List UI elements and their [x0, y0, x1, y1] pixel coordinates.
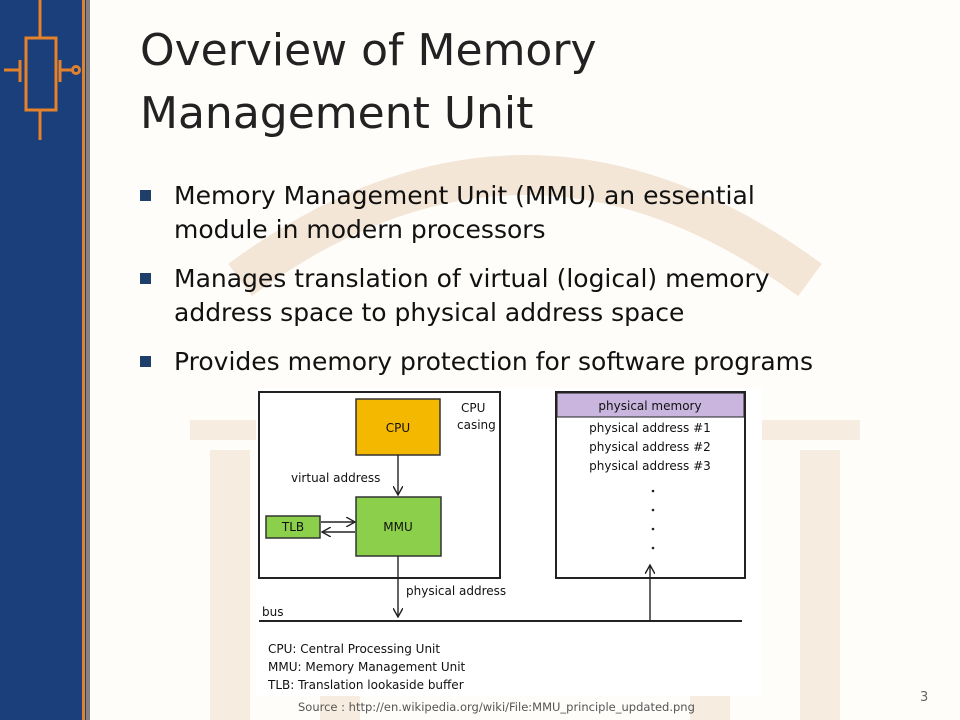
bullet-line: Memory Management Unit (MMU) an essentia… — [174, 181, 755, 210]
bullet-text: Provides memory protection for software … — [174, 345, 824, 379]
bullet-text: Manages translation of virtual (logical)… — [174, 262, 824, 330]
cpu-casing-label: casing — [457, 418, 496, 432]
square-bullet-icon — [140, 190, 151, 201]
physical-address-row: physical address #2 — [589, 440, 711, 454]
physical-memory-header — [556, 392, 745, 418]
bus-label: bus — [262, 605, 283, 619]
bullet-line: Manages translation of virtual (logical)… — [174, 264, 770, 293]
physical-memory-header-label: physical memory — [598, 399, 701, 413]
physical-address-row: physical address #1 — [589, 421, 711, 435]
tlb-label: TLB — [281, 520, 304, 534]
source-citation: Source : http://en.wikipedia.org/wiki/Fi… — [298, 700, 695, 714]
orange-divider — [82, 0, 85, 720]
gold-divider — [86, 0, 90, 720]
physical-address-row: physical address #3 — [589, 459, 711, 473]
tlb-box — [265, 515, 321, 539]
slide-title-line-1: Overview of Memory — [140, 25, 597, 76]
physical-memory-box — [555, 391, 746, 579]
cpu-casing-box — [258, 391, 501, 579]
legend-line: MMU: Memory Management Unit — [268, 660, 466, 674]
virtual-address-label: virtual address — [291, 471, 380, 485]
ellipsis-dots — [651, 489, 655, 550]
mmu-diagram: CPU CPU casing virtual address MMU TLB p… — [256, 388, 762, 696]
bullet-line: address space to physical address space — [174, 298, 685, 327]
square-bullet-icon — [140, 273, 151, 284]
left-decor-band — [0, 0, 90, 720]
mmu-box — [355, 496, 442, 557]
cpu-label: CPU — [386, 421, 410, 435]
bullet-line: module in modern processors — [174, 215, 546, 244]
page-number: 3 — [920, 690, 929, 705]
circuit-logo-icon — [4, 0, 81, 140]
cpu-box — [355, 398, 441, 456]
mmu-label: MMU — [383, 520, 413, 534]
physical-address-label: physical address — [406, 584, 506, 598]
legend-line: CPU: Central Processing Unit — [268, 642, 440, 656]
square-bullet-icon — [140, 356, 151, 367]
legend-line: TLB: Translation lookaside buffer — [267, 678, 464, 692]
cpu-casing-label: CPU — [461, 401, 485, 415]
bullet-text: Memory Management Unit (MMU) an essentia… — [174, 179, 824, 247]
bullet-line: Provides memory protection for software … — [174, 347, 814, 376]
slide-title-line-2: Management Unit — [140, 88, 534, 139]
